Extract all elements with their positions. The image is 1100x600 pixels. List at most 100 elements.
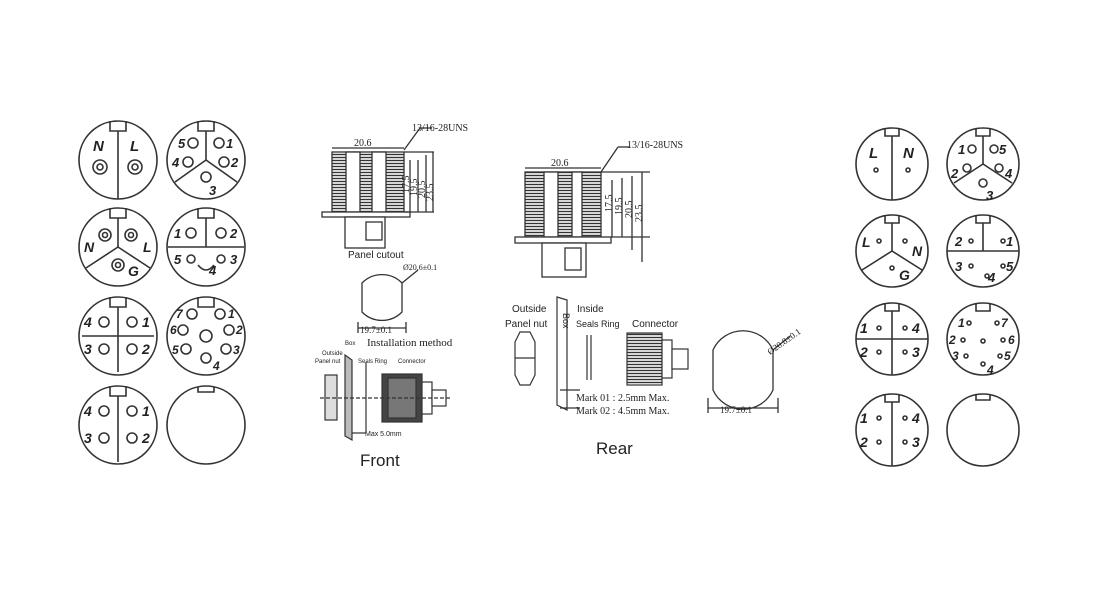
pin-label: 2 <box>141 341 150 357</box>
install-part-label: Outside <box>322 351 343 357</box>
pin-label: 2 <box>141 430 150 446</box>
left-face-4pin-alt: 4 1 3 2 <box>78 385 158 465</box>
pin-label: 1 <box>142 403 150 419</box>
pin-label: 3 <box>230 252 238 267</box>
pin-label: N <box>912 243 923 259</box>
pin-label: 4 <box>83 403 92 419</box>
installation-method-label: Installation method <box>367 337 453 349</box>
pin-label: 4 <box>911 320 920 336</box>
pin-label: 3 <box>84 430 92 446</box>
pin-label: N <box>903 145 915 162</box>
pin-label: 5 <box>999 142 1007 157</box>
front-cutout-diameter: Ø20.6±0.1 <box>403 263 437 272</box>
install-part-label: Panel nut <box>315 359 341 365</box>
pin-label: 4 <box>212 359 220 373</box>
install-part-label: Connector <box>398 359 426 365</box>
pin-label: 1 <box>860 410 868 426</box>
pin-label: L <box>130 138 139 155</box>
front-connector-side-view <box>321 127 434 249</box>
pin-label: 5 <box>1006 259 1014 274</box>
left-face-5pin-alt: 1 2 5 3 4 <box>166 207 246 287</box>
pin-label: 3 <box>209 183 217 198</box>
left-face-3pin: N L G <box>78 207 158 287</box>
right-face-5pin: 1 5 2 4 3 <box>946 127 1020 203</box>
pin-label: 3 <box>955 259 963 274</box>
right-face-blank <box>946 393 1020 467</box>
rear-dim-label: 19.5 <box>614 198 625 216</box>
pin-label: 2 <box>859 344 868 360</box>
pin-label: 4 <box>171 155 180 170</box>
front-caption: Front <box>360 451 400 470</box>
right-face-8pin: 1 7 2 6 3 5 4 <box>946 302 1020 377</box>
pin-label: 1 <box>1006 234 1013 249</box>
rear-connector-side-view <box>514 146 650 278</box>
pin-label: 3 <box>952 349 959 363</box>
pin-label: 2 <box>235 323 243 337</box>
rear-mark01: Mark 01 : 2.5mm Max. <box>576 393 669 404</box>
rear-panel-nut-label: Panel nut <box>505 319 547 330</box>
pin-label: L <box>862 234 871 250</box>
install-max-label: Max 5.0mm <box>365 431 402 438</box>
pin-label: 7 <box>176 307 184 321</box>
pin-label: L <box>143 239 152 255</box>
pin-label: 4 <box>911 410 920 426</box>
rear-width-label: 20.6 <box>551 158 569 169</box>
left-face-blank <box>166 385 246 465</box>
right-face-4pin: 1 4 2 3 <box>855 302 929 376</box>
pin-label: 3 <box>84 341 92 357</box>
pin-label: 4 <box>83 314 92 330</box>
pin-label: N <box>84 239 95 255</box>
front-dim-label: 23.5 <box>425 184 436 202</box>
front-cutout-width: 19.7±0.1 <box>360 325 392 335</box>
rear-section: 13/16-28UNS 20.6 17.5 19.5 20.5 23.5 Out… <box>505 140 803 458</box>
pin-label: 1 <box>174 226 181 241</box>
right-face-grid: L N 1 5 2 4 3 L N <box>855 127 1020 467</box>
pin-label: 2 <box>948 333 956 347</box>
pin-label: G <box>899 267 910 283</box>
rear-connector-label: Connector <box>632 319 679 330</box>
front-dim-label: 19.5 <box>409 179 420 197</box>
pin-label: 6 <box>1008 333 1015 347</box>
rear-cutout-diameter: Ø20.8±0.1 <box>765 326 802 356</box>
install-part-label: Box <box>345 341 355 347</box>
front-width-label: 20.6 <box>354 138 372 149</box>
pin-label: 3 <box>233 343 240 357</box>
pin-label: 5 <box>174 252 182 267</box>
left-face-5pin: 5 1 4 2 3 <box>166 120 246 200</box>
pin-label: 1 <box>958 142 965 157</box>
left-face-8pin: 7 1 6 2 5 3 4 <box>166 296 246 376</box>
rear-caption: Rear <box>596 439 633 458</box>
pin-label: 3 <box>912 434 920 450</box>
front-dim-label: 20.5 <box>417 181 428 199</box>
rear-dim-label: 23.5 <box>634 205 645 223</box>
right-face-2pin: L N <box>855 127 929 201</box>
left-face-2pin: N L <box>78 120 158 200</box>
pin-label: 1 <box>228 307 235 321</box>
front-thread-label: 13/16-28UNS <box>412 123 468 134</box>
rear-seals-ring-label: Seals Ring <box>576 319 620 329</box>
front-panel-cutout <box>357 269 419 333</box>
rear-thread-label: 13/16-28UNS <box>627 140 683 151</box>
right-face-4pin-alt: 1 4 2 3 <box>855 393 929 467</box>
install-part-label: Seals Ring <box>358 359 387 365</box>
pin-label: N <box>93 138 105 155</box>
pin-label: 2 <box>230 155 239 170</box>
pin-label: 7 <box>1001 316 1009 330</box>
rear-dim-label: 20.5 <box>624 201 635 219</box>
rear-inside-label: Inside <box>577 304 604 315</box>
rear-mark02: Mark 02 : 4.5mm Max. <box>576 406 669 417</box>
front-section: 13/16-28UNS 20.6 17.5 19.5 20.5 23.5 Pan… <box>315 123 468 470</box>
pin-label: 3 <box>912 344 920 360</box>
rear-box-label: Box <box>561 313 571 329</box>
pin-label: 2 <box>859 434 868 450</box>
pin-label: 1 <box>958 316 965 330</box>
rear-dim-label: 17.5 <box>604 195 615 213</box>
pin-label: 5 <box>178 136 186 151</box>
pin-label: 4 <box>986 363 994 377</box>
pin-label: 2 <box>954 234 963 249</box>
right-face-5pin-alt: 2 1 3 5 4 <box>946 214 1020 288</box>
rear-installation-view <box>514 296 689 411</box>
left-face-grid: N L 5 1 4 2 3 N <box>78 120 246 465</box>
panel-cutout-label: Panel cutout <box>348 250 404 261</box>
pin-label: 3 <box>986 188 994 203</box>
